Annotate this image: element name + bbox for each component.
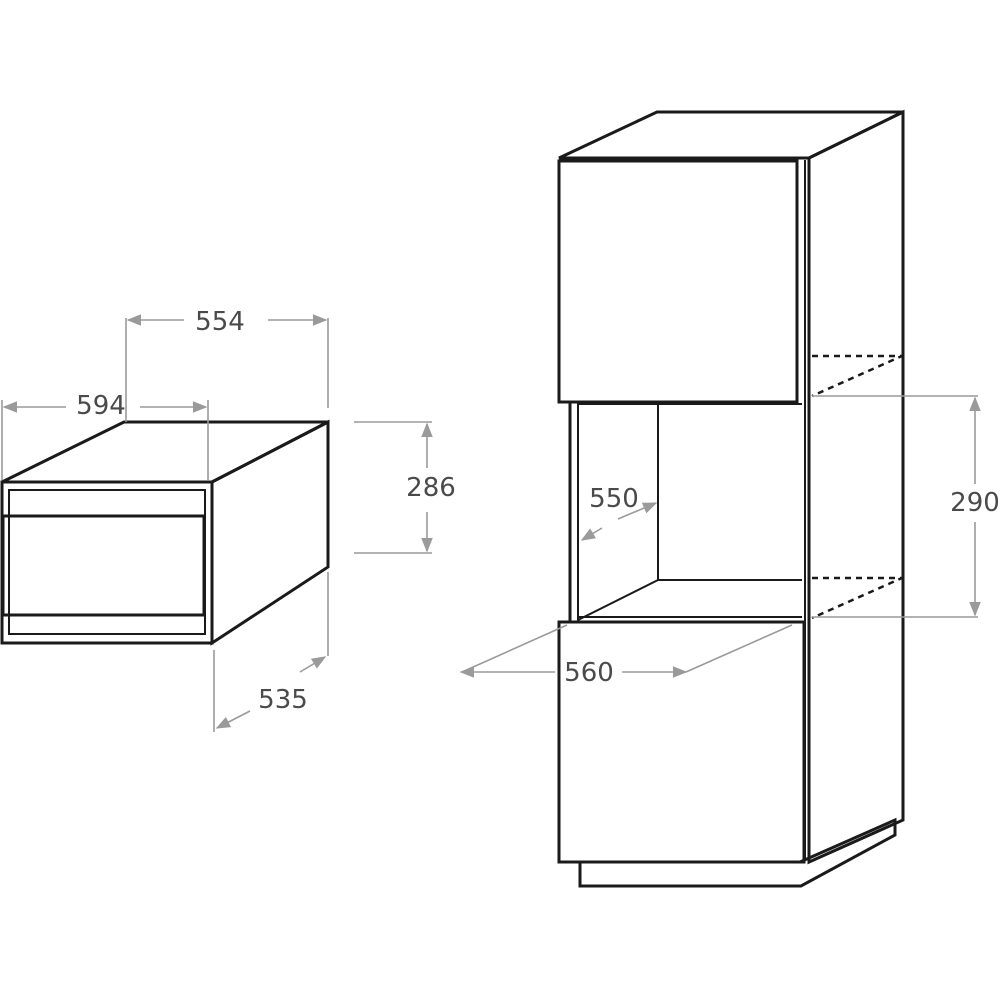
label-290: 290 [950,488,1000,518]
cabinet-upper-door [557,159,799,404]
appliance-front-inner [8,489,206,635]
dim-appliance-height: 286 [354,421,456,554]
cabinet-plinth [578,817,897,888]
cabinet-drawing [557,109,905,888]
appliance-door-panel [1,514,206,617]
dim-appliance-depth-top: 554 [125,307,329,422]
hidden-line-lower [811,576,903,620]
label-535: 535 [258,685,308,715]
hidden-line-upper [811,354,903,398]
appliance-front-frame [0,480,214,645]
dim-niche-depth: 550 [580,484,658,541]
appliance-top-face [1,420,329,484]
cabinet-side-panel [807,109,905,865]
dim-appliance-depth-side: 535 [213,572,329,732]
label-554: 554 [195,307,245,337]
appliance-drawing [0,419,330,646]
label-594: 594 [76,391,126,421]
dim-niche-width: 560 [459,624,793,688]
label-560: 560 [564,658,614,688]
appliance-side-face [210,419,330,646]
dim-appliance-width: 594 [1,391,209,480]
cabinet-lower-door [557,620,806,864]
label-286: 286 [406,473,456,503]
dim-niche-height: 290 [812,395,1000,618]
cabinet-top-face [558,110,904,160]
label-550: 550 [589,484,639,514]
